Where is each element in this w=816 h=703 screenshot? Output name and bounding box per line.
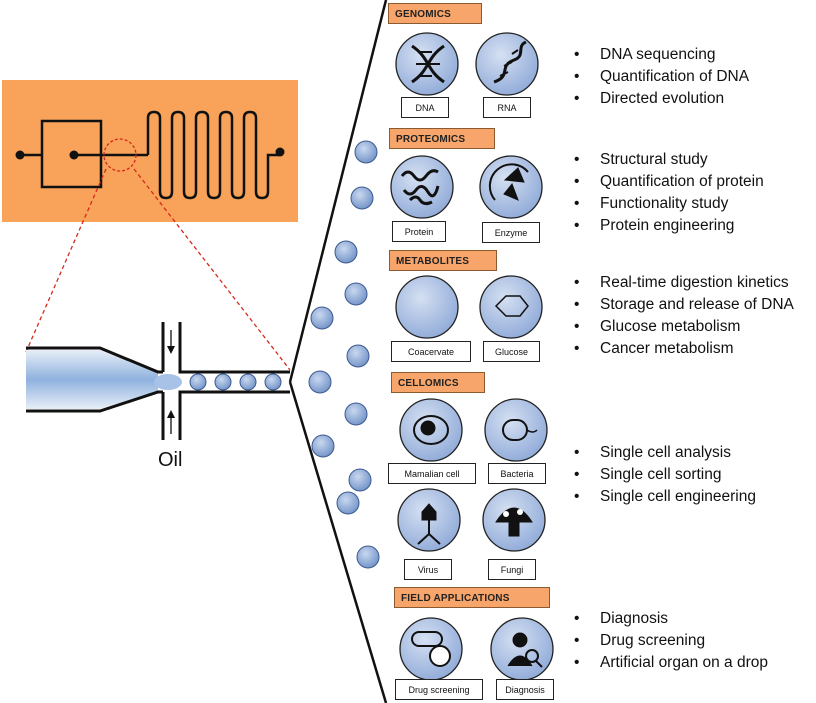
icon-label-bacteria: Bacteria bbox=[488, 463, 546, 484]
section-header-proteomics: PROTEOMICS bbox=[389, 128, 495, 149]
bullet-item: DNA sequencing bbox=[570, 44, 749, 66]
fan-line-bottom bbox=[288, 381, 388, 703]
bullet-item: Functionality study bbox=[570, 193, 764, 215]
icon-label-rna: RNA bbox=[483, 97, 531, 118]
glucose-icon bbox=[479, 275, 543, 339]
icon-label-glucose: Glucose bbox=[483, 341, 540, 362]
bullet-item: Quantification of DNA bbox=[570, 66, 749, 88]
icon-label-drug-screening: Drug screening bbox=[395, 679, 483, 700]
coacervate-icon bbox=[395, 275, 459, 339]
section-header-genomics: GENOMICS bbox=[388, 3, 482, 24]
bullet-item: Cancer metabolism bbox=[570, 338, 794, 360]
bullet-item: Quantification of protein bbox=[570, 171, 764, 193]
bullet-list-field-applications: Diagnosis Drug screening Artificial orga… bbox=[570, 608, 768, 674]
bullet-list-cellomics: Single cell analysis Single cell sorting… bbox=[570, 442, 756, 508]
icon-glyphs bbox=[400, 40, 543, 668]
diagnosis-icon bbox=[490, 617, 554, 681]
bacteria-icon bbox=[484, 398, 548, 462]
icon-label-fungi: Fungi bbox=[488, 559, 536, 580]
bullet-item: Storage and release of DNA bbox=[570, 294, 794, 316]
bullet-list-metabolites: Real-time digestion kinetics Storage and… bbox=[570, 272, 794, 360]
bullet-item: Diagnosis bbox=[570, 608, 768, 630]
bullet-item: Drug screening bbox=[570, 630, 768, 652]
bullet-item: Structural study bbox=[570, 149, 764, 171]
icon-label-enzyme: Enzyme bbox=[482, 222, 540, 243]
icon-label-protein: Protein bbox=[392, 221, 446, 242]
icon-label-dna: DNA bbox=[401, 97, 449, 118]
icon-label-coacervate: Coacervate bbox=[391, 341, 471, 362]
bullet-item: Single cell engineering bbox=[570, 486, 756, 508]
bullet-item: Single cell sorting bbox=[570, 464, 756, 486]
fan-line-top bbox=[288, 0, 388, 383]
emitted-droplets bbox=[308, 140, 380, 569]
microfluidic-chip-panel bbox=[2, 80, 298, 222]
bullet-list-genomics: DNA sequencing Quantification of DNA Dir… bbox=[570, 44, 749, 110]
bullet-list-proteomics: Structural study Quantification of prote… bbox=[570, 149, 764, 237]
droplet-generator-channel bbox=[26, 322, 290, 440]
bullet-item: Glucose metabolism bbox=[570, 316, 794, 338]
zoom-line-left bbox=[25, 168, 107, 353]
section-header-field-applications: FIELD APPLICATIONS bbox=[394, 587, 550, 608]
section-header-metabolites: METABOLITES bbox=[389, 250, 497, 271]
icon-label-virus: Virus bbox=[404, 559, 452, 580]
icon-label-mammalian-cell: Mamalian cell bbox=[388, 463, 476, 484]
icon-label-diagnosis: Diagnosis bbox=[496, 679, 554, 700]
pills-icon bbox=[399, 617, 463, 681]
section-header-cellomics: CELLOMICS bbox=[391, 372, 485, 393]
bullet-item: Directed evolution bbox=[570, 88, 749, 110]
zoom-line-right bbox=[133, 168, 291, 371]
oil-label: Oil bbox=[158, 449, 183, 471]
bullet-item: Protein engineering bbox=[570, 215, 764, 237]
bullet-item: Single cell analysis bbox=[570, 442, 756, 464]
bullet-item: Artificial organ on a drop bbox=[570, 652, 768, 674]
bullet-item: Real-time digestion kinetics bbox=[570, 272, 794, 294]
